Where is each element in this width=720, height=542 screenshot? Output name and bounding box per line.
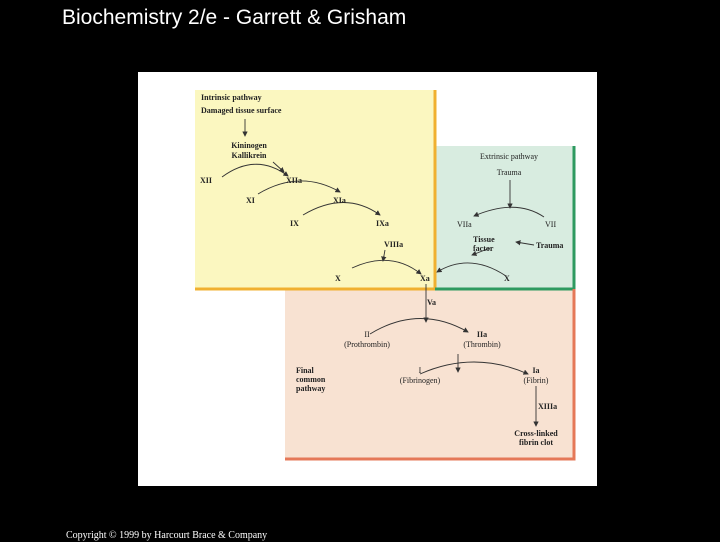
extrinsic-pathway-panel	[435, 146, 574, 289]
factor-iia-label: IIa	[476, 330, 488, 339]
factor-xia-label: XIa	[333, 196, 346, 205]
arrow-trauma-to-tissue-factor	[515, 240, 535, 246]
final-common-pathway-label: Final common pathway	[296, 366, 326, 393]
coagulation-cascade-figure: Intrinsic pathway Damaged tissue surface…	[138, 72, 597, 486]
prothrombin-label: (Prothrombin)	[344, 340, 390, 349]
intrinsic-title: Intrinsic pathway	[201, 93, 262, 102]
arrow-tissue-factor	[471, 247, 491, 256]
slide-title: Biochemistry 2/e - Garrett & Grisham	[62, 6, 407, 29]
arc-xii-to-xiia	[221, 163, 289, 178]
factor-x-extrinsic-label: X	[504, 274, 510, 283]
copyright-notice: Copyright © 1999 by Harcourt Brace & Com…	[66, 530, 268, 541]
fibrinogen-label: (Fibrinogen)	[399, 376, 441, 385]
damaged-surface-label: Damaged tissue surface	[201, 106, 282, 115]
trauma-top-label: Trauma	[496, 168, 522, 177]
factor-ix-label: IX	[290, 219, 299, 228]
pathway-arrows	[195, 90, 576, 461]
arrow-kallikrein-to-xiia	[272, 161, 285, 173]
factor-xi-label: XI	[246, 196, 255, 205]
kininogen-label: Kininogen	[231, 141, 267, 150]
thrombin-label: (Thrombin)	[463, 340, 501, 349]
factor-viia-label: VIIa	[457, 220, 472, 229]
arrow-viiia	[381, 249, 387, 262]
arc-i-to-ia	[419, 361, 529, 375]
common-border	[285, 289, 576, 461]
arc-x-to-xa-extrinsic	[436, 262, 507, 277]
factor-ii-label: II	[364, 330, 370, 339]
factor-xiiia-label: XIIIa	[538, 402, 558, 411]
factor-vii-label: VII	[545, 220, 557, 229]
extrinsic-title: Extrinsic pathway	[480, 152, 538, 161]
factor-xii-label: XII	[200, 176, 213, 185]
intrinsic-pathway-panel	[195, 90, 435, 289]
arc-ii-to-iia	[369, 318, 469, 335]
arc-x-to-xa-intrinsic	[351, 259, 422, 275]
factor-xiia-label: XIIa	[286, 176, 303, 185]
arc-vii-to-viia	[473, 206, 545, 218]
arc-ix-to-ixa	[302, 202, 381, 216]
factor-ia-label: Ia	[532, 366, 540, 375]
factor-viiia-label: VIIIa	[384, 240, 404, 249]
trauma-side-label: Trauma	[536, 241, 564, 250]
kallikrein-label: Kallikrein	[231, 151, 267, 160]
factor-x-intrinsic-label: X	[335, 274, 341, 283]
factor-ixa-label: IXa	[376, 219, 389, 228]
tissue-factor-label: Tissue factor	[473, 235, 495, 253]
fibrin-clot-label: Cross-linked fibrin clot	[514, 429, 558, 447]
factor-xa-label: Xa	[420, 274, 430, 283]
arc-xi-to-xia	[257, 180, 341, 195]
intrinsic-border	[195, 90, 437, 291]
factor-i-label: I	[418, 366, 422, 375]
fibrin-label: (Fibrin)	[523, 376, 549, 385]
factor-va-label: Va	[427, 298, 437, 307]
